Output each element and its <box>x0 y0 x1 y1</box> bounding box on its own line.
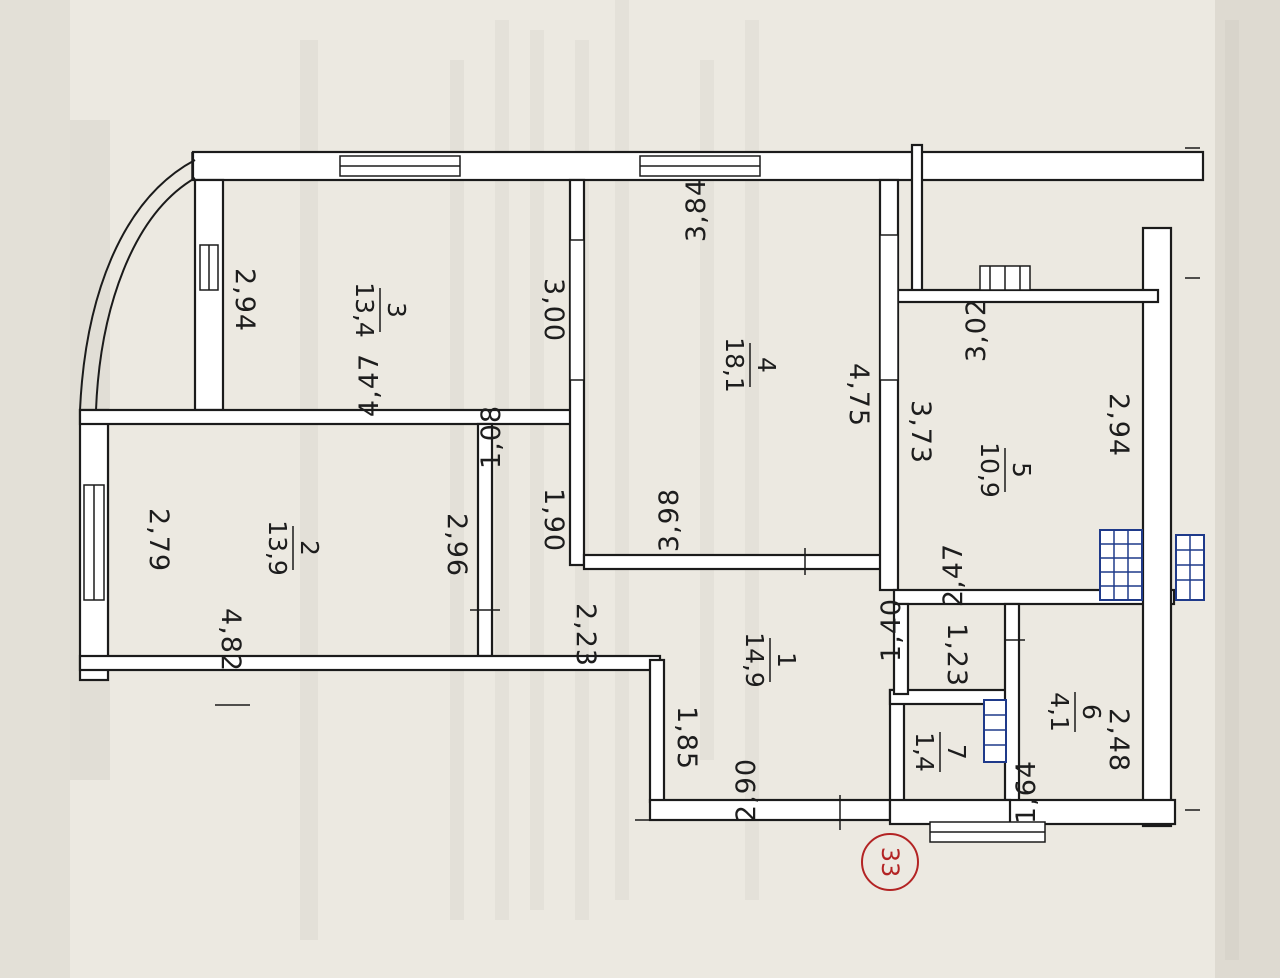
room-number-2: 2 <box>295 540 324 556</box>
dim-3-84: 3,84 <box>681 178 712 242</box>
dim-2-94-top: 2,94 <box>229 268 260 332</box>
room-area-3: 13,4 <box>350 282 379 338</box>
room-area-2: 13,9 <box>263 520 292 576</box>
room-label-7: 7 1,4 <box>910 732 971 772</box>
room-label-2: 2 13,9 <box>263 520 324 576</box>
dim-3-98: 3,98 <box>654 488 685 552</box>
dim-3-02: 3,02 <box>961 298 992 362</box>
room-label-6: 6 4,1 <box>1045 692 1106 732</box>
dim-2-90: 2,90 <box>731 758 762 822</box>
dim-3-00: 3,00 <box>538 278 569 342</box>
room-number-3: 3 <box>382 302 411 318</box>
dim-2-48: 2,48 <box>1103 708 1134 772</box>
balcony <box>79 152 196 411</box>
room-area-1: 14,9 <box>740 632 769 688</box>
dim-4-82: 4,82 <box>215 608 246 672</box>
paper-shadow-left <box>0 0 70 978</box>
dim-4-75: 4,75 <box>843 363 874 427</box>
dim-1-40: 1,40 <box>876 598 907 662</box>
room-number-7: 7 <box>942 744 971 760</box>
wall-hall-right <box>892 602 910 696</box>
wall-right-exterior <box>1141 226 1173 828</box>
wall-room5-top <box>896 288 1160 304</box>
room-labels: 1 14,9 2 13,9 3 13,4 4 18,1 5 10,9 6 4,1 <box>263 282 1106 772</box>
room-area-4: 18,1 <box>720 337 749 393</box>
dim-1-08: 1,08 <box>476 405 507 469</box>
wall-room4-room1 <box>582 553 896 571</box>
room-area-5: 10,9 <box>975 442 1004 498</box>
room-label-4: 4 18,1 <box>720 337 781 393</box>
wall-room7-bottom <box>888 798 1012 826</box>
dim-1-85: 1,85 <box>671 706 702 770</box>
room-label-1: 1 14,9 <box>740 632 801 688</box>
apartment-number-stamp: 33 <box>861 833 919 891</box>
room-area-7: 1,4 <box>910 732 939 772</box>
dim-1-90: 1,90 <box>538 488 569 552</box>
paper-edge-right <box>1215 0 1280 978</box>
wall-hall-left <box>648 658 666 804</box>
room-number-5: 5 <box>1007 462 1036 478</box>
door-ticks <box>215 147 1200 830</box>
room-label-3: 3 13,4 <box>350 282 411 338</box>
bath-fixtures <box>983 529 1205 763</box>
dim-4-47: 4,47 <box>354 353 385 417</box>
room-area-6: 4,1 <box>1045 692 1074 732</box>
dim-1-23: 1,23 <box>941 623 972 687</box>
room-number-4: 4 <box>752 357 781 373</box>
dim-2-23: 2,23 <box>570 603 601 667</box>
room-number-1: 1 <box>772 652 801 668</box>
wall-entrance <box>648 798 902 822</box>
dimensions: 2,79 4,82 2,96 2,23 2,94 4,47 3,00 1,08 … <box>143 178 1134 824</box>
wall-room5-top-left <box>910 143 924 302</box>
radiator-icon-room7 <box>983 699 1007 763</box>
apartment-number: 33 <box>876 847 904 878</box>
dim-3-73: 3,73 <box>905 400 936 464</box>
dim-2-94-right: 2,94 <box>1103 393 1134 457</box>
dim-1-64: 1,64 <box>1011 760 1042 824</box>
dim-2-79: 2,79 <box>143 508 174 572</box>
dim-2-47: 2,47 <box>938 543 969 607</box>
radiator-icon-exterior <box>1175 534 1205 601</box>
room-number-6: 6 <box>1077 704 1106 720</box>
room-label-5: 5 10,9 <box>975 442 1036 498</box>
windows <box>83 155 1046 843</box>
radiator-icon-room5 <box>1099 529 1143 601</box>
wall-room3-left <box>193 178 225 412</box>
dim-2-96: 2,96 <box>441 513 472 577</box>
